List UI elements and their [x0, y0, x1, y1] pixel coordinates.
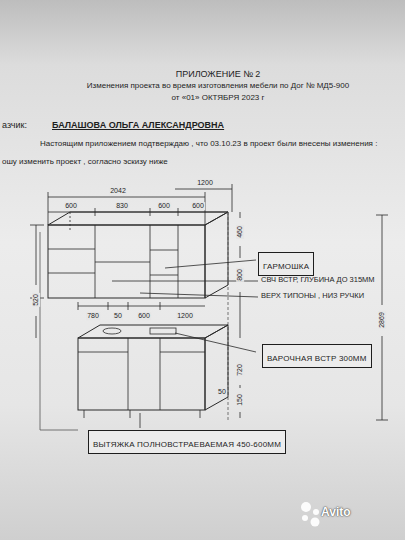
note-text: ошу изменить проект , согласно эскизу ни…	[2, 158, 168, 167]
dimension: 50	[217, 388, 227, 396]
dimension: 1200	[196, 179, 214, 187]
callout-text: ВЕРХ ТИПОНЫ , НИЗ РУЧКИ	[261, 292, 364, 300]
date: от «01» ОКТЯБРЯ 2023 г	[172, 94, 265, 103]
callout-box: ГАРМОШКА	[258, 252, 314, 276]
dimension: 830	[115, 202, 129, 210]
dimension: 150	[236, 393, 244, 407]
dimension: 520	[32, 293, 40, 307]
watermark: Avito	[321, 506, 351, 519]
dimension: 600	[64, 202, 78, 210]
field-name: азчик:	[2, 121, 27, 131]
callout-text: СВЧ ВСТР, ГЛУБИНА ДО 315ММ	[261, 276, 375, 284]
dimension: 1200	[176, 312, 194, 320]
dimension: 2042	[109, 187, 127, 195]
dimension: 50	[113, 312, 123, 320]
customer-name: БАЛАШОВА ОЛЬГА АЛЕКСАНДРОВНА	[52, 121, 224, 131]
dimension: 720	[236, 363, 244, 377]
dimension: 460	[236, 225, 244, 239]
note-text: Настоящим приложением подтверждаю , что …	[40, 140, 377, 149]
callout-box: ВАРОЧНАЯ ВСТР 300ММ	[262, 344, 372, 368]
callout-text: ГАРМОШКА	[263, 262, 309, 271]
callout-box: ВЫТЯЖКА ПОЛНОВСТРАЕВАЕМАЯ 450-600ММ	[88, 430, 286, 454]
dimension: 600	[137, 312, 151, 320]
callout-text: ВАРОЧНАЯ ВСТР 300ММ	[267, 354, 367, 363]
dimension: 600	[191, 202, 205, 210]
dimension: 800	[236, 268, 244, 282]
subtitle: Изменения проекта во время изготовления …	[87, 82, 349, 91]
callout-text: ВЫТЯЖКА ПОЛНОВСТРАЕВАЕМАЯ 450-600ММ	[93, 440, 281, 449]
title: ПРИЛОЖЕНИЕ № 2	[176, 70, 261, 80]
dimension: 2869	[378, 311, 386, 329]
dimension: 600	[157, 202, 171, 210]
dimension: 780	[86, 312, 100, 320]
